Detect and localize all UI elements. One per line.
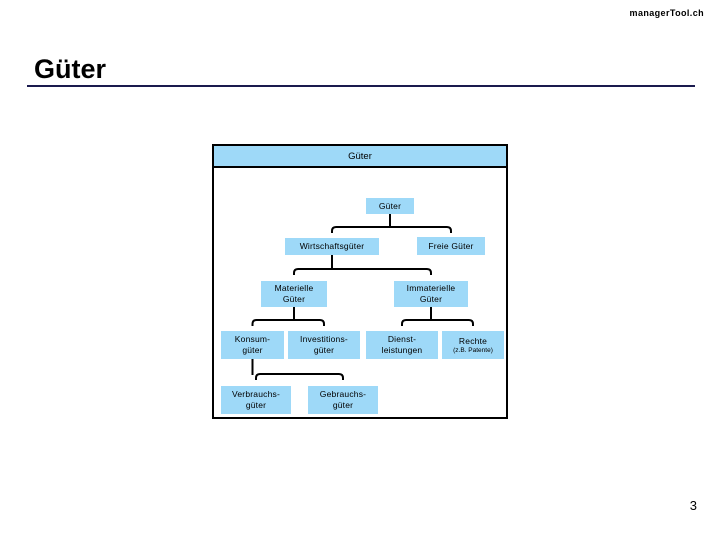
- node-verbrauchs: Verbrauchs-güter: [221, 386, 291, 414]
- node-label: Materielle: [274, 283, 314, 293]
- node-label: Gebrauchs-: [319, 389, 367, 399]
- connector-wirtschaft-split: [293, 255, 432, 275]
- node-sublabel: Güter: [419, 294, 443, 304]
- node-dienst: Dienst-leistungen: [366, 331, 438, 359]
- node-sublabel: güter: [332, 400, 354, 410]
- node-label: Immaterielle: [406, 283, 456, 293]
- node-gueter: Güter: [366, 198, 414, 214]
- node-wirtschaftsgueter: Wirtschaftsgüter: [285, 238, 379, 255]
- node-gebrauchs: Gebrauchs-güter: [308, 386, 378, 414]
- connector-gueter-split: [331, 214, 452, 233]
- page-number: 3: [689, 498, 697, 513]
- node-label: Verbrauchs-: [231, 389, 281, 399]
- node-sublabel: güter: [245, 400, 267, 410]
- node-label: Dienst-: [387, 334, 417, 344]
- title-divider: [27, 85, 695, 87]
- page-title: Güter: [34, 54, 107, 85]
- node-label: Investitions-: [300, 334, 348, 344]
- node-investitions: Investitions-güter: [288, 331, 360, 359]
- connector-konsum-split: [251, 359, 344, 380]
- node-sublabel: güter: [242, 345, 263, 355]
- node-sublabel: güter: [313, 345, 335, 355]
- connector-immaterielle-split: [401, 307, 474, 326]
- brand-label: managerTool.ch: [629, 8, 704, 18]
- node-sublabel: leistungen: [381, 345, 423, 355]
- node-label: Wirtschaftsgüter: [299, 241, 365, 251]
- node-label: Freie Güter: [428, 240, 474, 251]
- node-label: Güter: [378, 200, 402, 211]
- node-sublabel: (z.B. Patente): [453, 346, 493, 354]
- node-konsum: Konsum-güter: [221, 331, 284, 359]
- connector-materielle-split: [251, 307, 325, 326]
- node-rechte: Rechte(z.B. Patente): [442, 331, 504, 359]
- diagram-header-label: Güter: [214, 146, 506, 168]
- node-label: Rechte: [458, 335, 488, 346]
- node-freie-gueter: Freie Güter: [417, 237, 485, 255]
- node-sublabel: Güter: [282, 294, 306, 304]
- node-label: Konsum-: [234, 334, 271, 344]
